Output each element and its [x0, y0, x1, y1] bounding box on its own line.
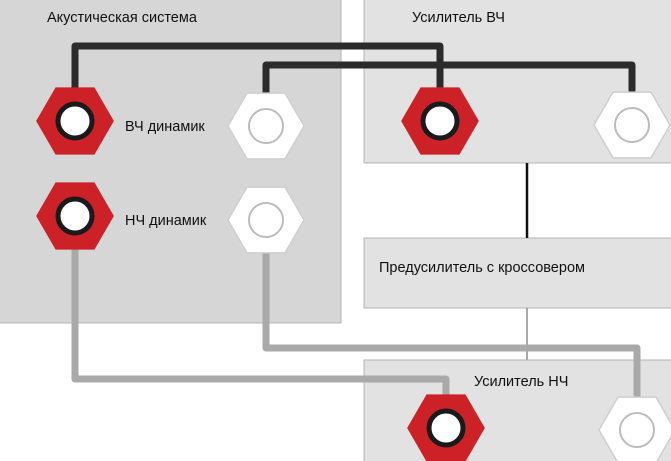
terminal-ring-icon [248, 108, 284, 144]
hf-speaker-positive-terminal [36, 87, 114, 155]
hf-negative-wire [262, 61, 636, 96]
hf-speaker-label: ВЧ динамик [125, 119, 205, 135]
lf-amp-negative-terminal [598, 396, 671, 461]
lf-amp-label: Усилитель НЧ [474, 374, 568, 390]
speaker-system-label: Акустическая система [47, 10, 198, 26]
speaker-system-box [0, 0, 342, 324]
preamp-label: Предусилитель с кроссовером [379, 260, 585, 276]
lf-speaker-label: НЧ динамик [125, 213, 207, 229]
lf-amp-positive-terminal [407, 394, 485, 461]
terminal-ring-icon [426, 408, 466, 448]
lf-negative-wire [262, 252, 641, 402]
preamp-box [363, 237, 671, 309]
hf-amp-negative-terminal [593, 91, 671, 159]
terminal-ring-icon [248, 202, 284, 238]
terminal-ring-icon [619, 412, 655, 448]
hf-amp-positive-terminal [401, 87, 479, 155]
hf-amp-label: Усилитель ВЧ [412, 10, 505, 26]
terminal-ring-icon [55, 196, 95, 236]
hf-speaker-negative-terminal [227, 92, 305, 160]
lf-speaker-positive-terminal [36, 182, 114, 250]
terminal-ring-icon [55, 101, 95, 141]
terminal-ring-icon [614, 107, 650, 143]
hf-positive-wire [71, 42, 444, 92]
lf-speaker-negative-terminal [227, 186, 305, 254]
terminal-ring-icon [420, 101, 460, 141]
lf-positive-wire [71, 245, 450, 400]
